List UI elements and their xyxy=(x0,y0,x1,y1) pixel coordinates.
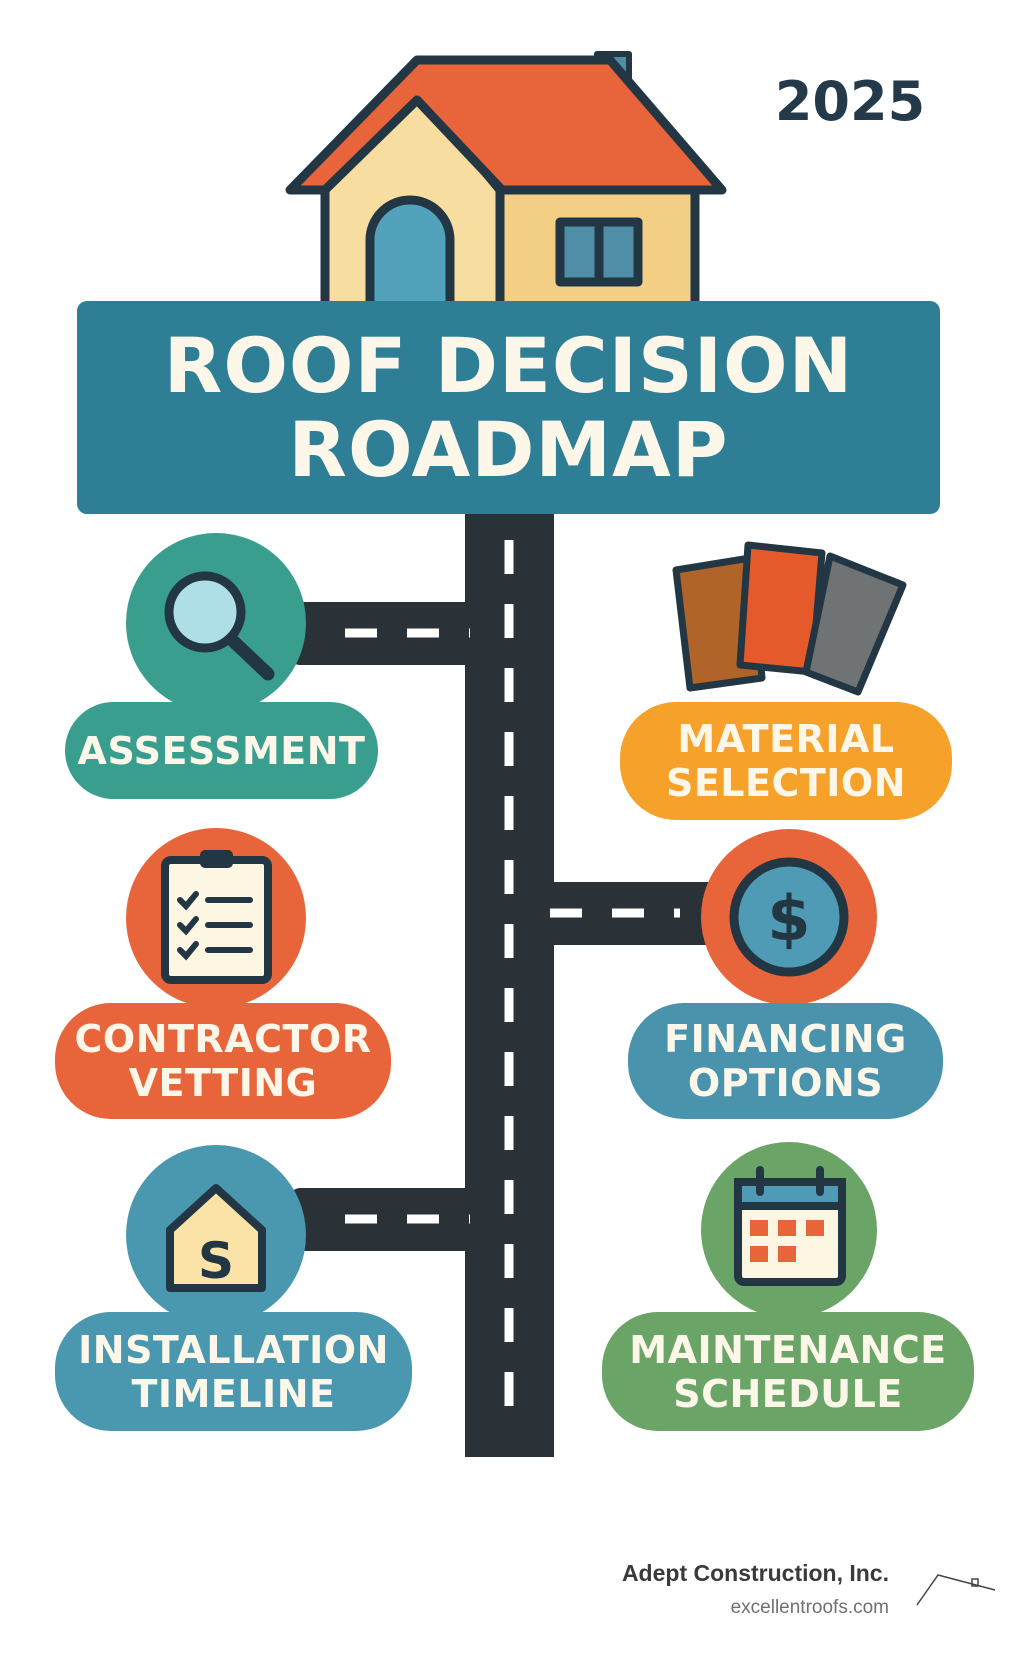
svg-text:$: $ xyxy=(767,882,810,955)
title-banner xyxy=(77,301,940,514)
svg-text:S: S xyxy=(198,1232,234,1290)
house-illustration xyxy=(285,51,727,320)
step-label: MAINTENANCE xyxy=(629,1327,947,1372)
page-title: ROOF DECISION ROADMAP xyxy=(77,301,940,514)
title-line-1: ROOF DECISION xyxy=(163,320,854,410)
company-website[interactable]: excellentroofs.com xyxy=(730,1597,889,1618)
clipboard-checklist-icon xyxy=(126,828,306,1008)
road-dashes xyxy=(345,540,680,1430)
dollar-coin-icon: $ xyxy=(701,829,877,1005)
material-swatches-icon xyxy=(672,541,907,696)
calendar-icon xyxy=(701,1142,877,1318)
step-assessment: ASSESSMENT xyxy=(65,702,378,799)
title-line-2: ROADMAP xyxy=(288,404,729,494)
step-label: FINANCING xyxy=(664,1017,907,1061)
step-label: SCHEDULE xyxy=(673,1371,903,1416)
step-contractor-vetting: CONTRACTOR VETTING xyxy=(55,1003,391,1119)
company-name: Adept Construction, Inc. xyxy=(621,1560,889,1586)
step-installation-timeline: INSTALLATION TIMELINE xyxy=(55,1312,412,1431)
step-label: OPTIONS xyxy=(687,1061,884,1105)
house-dollar-icon: S xyxy=(126,1145,306,1325)
year-label: 2025 xyxy=(774,70,926,133)
step-label: CONTRACTOR xyxy=(74,1017,372,1061)
step-financing-options: FINANCING OPTIONS xyxy=(628,1003,943,1119)
step-material-selection: MATERIAL SELECTION xyxy=(620,702,952,820)
step-label: VETTING xyxy=(128,1061,318,1105)
company-roof-logo xyxy=(916,1574,996,1606)
step-label: TIMELINE xyxy=(131,1371,336,1416)
step-maintenance-schedule: MAINTENANCE SCHEDULE xyxy=(602,1312,974,1431)
step-label: INSTALLATION xyxy=(78,1327,389,1372)
step-label: MATERIAL xyxy=(677,717,895,761)
step-label: ASSESSMENT xyxy=(77,728,366,773)
magnifying-glass-icon xyxy=(126,533,306,713)
step-label: SELECTION xyxy=(665,761,907,805)
